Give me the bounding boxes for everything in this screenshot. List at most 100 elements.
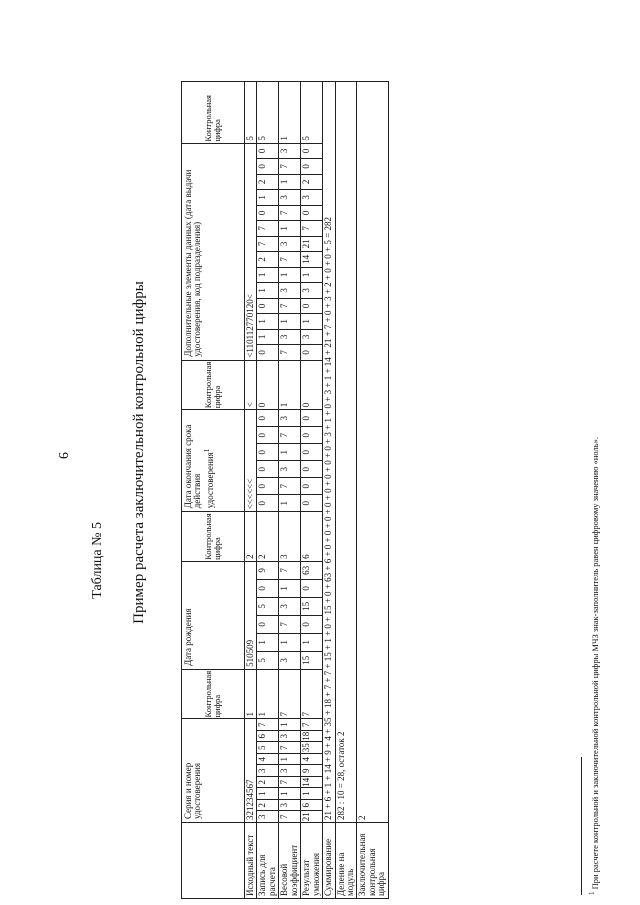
weight-extra-cell: 7 — [278, 205, 301, 221]
footnote-text: При расчете контрольной и заключительной… — [589, 436, 600, 890]
product-extra-cell: 0 — [300, 143, 323, 159]
record-expiry-cell: 0 — [256, 409, 279, 427]
record-expiry-cell: 0 — [256, 426, 279, 444]
record-series-cell: 7 — [256, 719, 279, 731]
record-extra-cell: 7 — [256, 236, 279, 252]
weight-extra-cell: 1 — [278, 174, 301, 190]
product-extra-cell: 14 — [300, 251, 323, 268]
weight-extra-cell: 7 — [278, 344, 301, 361]
header-birth: Дата рождения — [181, 561, 245, 670]
header-expiry: Дата окончания срока действия удостовере… — [181, 409, 245, 512]
header-control-birth: Контрольная цифра — [181, 511, 245, 562]
product-series-cell: 6 — [300, 799, 323, 811]
source-series-cd: 1 — [244, 669, 257, 719]
record-extra-cell: 0 — [256, 344, 279, 361]
record-extra-cell: 1 — [256, 313, 279, 330]
product-series-cell: 14 — [300, 776, 323, 788]
product-extra-cell: 0 — [300, 344, 323, 361]
weight-extra-cell: 3 — [278, 189, 301, 206]
record-expiry-cell: 0 — [256, 494, 279, 512]
record-extra-cell: 1 — [256, 282, 279, 299]
record-birth-cell: 0 — [256, 579, 279, 598]
product-series-cell: 1 — [300, 788, 323, 800]
source-expiry-cd: < — [244, 360, 257, 410]
record-series-cell: 4 — [256, 753, 279, 765]
header-control-series: Контрольная цифра — [181, 669, 245, 719]
product-expiry-cell: 0 — [300, 409, 323, 427]
source-series: 321234567 — [244, 719, 257, 823]
footnote-ref: 1 — [201, 448, 211, 453]
product-expiry-cell: 0 — [300, 477, 323, 495]
product-series-cell: 35 — [300, 742, 323, 754]
weight-expiry-cell: 1 — [278, 494, 301, 512]
weight-expiry-cell: 7 — [278, 477, 301, 495]
product-series-cell: 7 — [300, 719, 323, 731]
product-birth-cell: 15 — [300, 597, 323, 616]
product-extra-cell: 3 — [300, 189, 323, 206]
row-label: Суммирование — [322, 822, 335, 899]
source-birth-cd: 2 — [244, 511, 257, 562]
weight-series-cell: 7 — [278, 811, 301, 823]
product-series-cell: 4 — [300, 753, 323, 765]
product-series-cell: 21 — [300, 811, 323, 823]
final-value: 2 — [356, 81, 389, 823]
product-expiry-cell: 0 — [300, 426, 323, 444]
product-series-cell: 18 — [300, 730, 323, 742]
weight-expiry-cell: 3 — [278, 409, 301, 427]
product-extra-cell: 21 — [300, 236, 323, 252]
product-expiry-cd: 0 — [300, 360, 323, 410]
weight-birth-cell: 1 — [278, 579, 301, 598]
weight-series-cd: 7 — [278, 669, 301, 719]
page-title: Пример расчета заключительной контрольно… — [131, 281, 147, 624]
footnote-divider — [581, 757, 582, 895]
row-label: Исходный текст — [244, 822, 257, 899]
weight-birth-cell: 3 — [278, 651, 301, 670]
product-extra-cell: 0 — [300, 298, 323, 314]
product-birth-cell: 63 — [300, 561, 323, 580]
record-extra-cell: 0 — [256, 298, 279, 314]
source-expiry: <<<<<< — [244, 409, 257, 512]
weight-extra-cd: 1 — [278, 81, 301, 144]
record-extra-cell: 1 — [256, 267, 279, 283]
weight-birth-cell: 3 — [278, 597, 301, 616]
product-extra-cell: 3 — [300, 329, 323, 345]
record-series-cell: 6 — [256, 730, 279, 742]
weight-series-cell: 7 — [278, 742, 301, 754]
record-birth-cell: 9 — [256, 561, 279, 580]
record-expiry-cell: 0 — [256, 443, 279, 461]
product-extra-cell: 1 — [300, 267, 323, 283]
product-series-cd: 7 — [300, 669, 323, 719]
weight-series-cell: 3 — [278, 799, 301, 811]
record-birth-cd: 2 — [256, 511, 279, 562]
record-expiry-cell: 0 — [256, 477, 279, 495]
product-birth-cd: 6 — [300, 511, 323, 562]
record-extra-cell: 7 — [256, 220, 279, 237]
product-birth-cell: 0 — [300, 579, 323, 598]
header-extra: Дополнительные элементы данных (дата выд… — [181, 143, 245, 361]
product-extra-cd: 5 — [300, 81, 323, 144]
table-label: Таблица № 5 — [90, 522, 105, 599]
weight-extra-cell: 1 — [278, 313, 301, 330]
record-series-cell: 2 — [256, 799, 279, 811]
record-series-cell: 3 — [256, 765, 279, 777]
header-series: Серия и номер удостоверения — [181, 719, 245, 823]
header-control-expiry: Контрольная цифра — [181, 360, 245, 410]
weight-birth-cell: 7 — [278, 615, 301, 634]
product-expiry-cell: 0 — [300, 443, 323, 461]
product-expiry-cell: 0 — [300, 494, 323, 512]
weight-series-cell: 1 — [278, 753, 301, 765]
weight-extra-cell: 3 — [278, 282, 301, 299]
row-label: Весовой коэффициент — [278, 822, 301, 899]
source-extra: <110112770120< — [244, 143, 257, 361]
sum-value: 21 + 6 + 1 + 14 + 9 + 4 + 35 + 18 + 7 + … — [322, 81, 335, 823]
footnote: 1 При расчете контрольной и заключительн… — [588, 437, 600, 895]
record-series-cell: 3 — [256, 811, 279, 823]
weight-expiry-cell: 7 — [278, 426, 301, 444]
record-expiry-cd: 0 — [256, 360, 279, 410]
record-series-cell: 5 — [256, 742, 279, 754]
product-extra-cell: 0 — [300, 205, 323, 221]
